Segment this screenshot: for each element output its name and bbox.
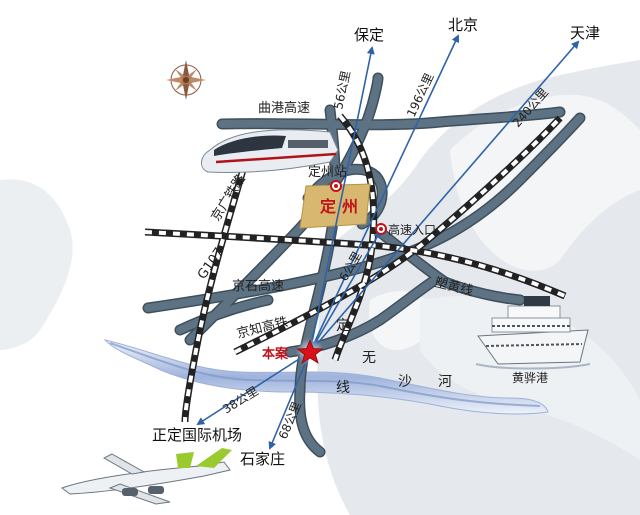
star-icon	[296, 338, 324, 366]
river-char-wu: 无	[362, 350, 376, 366]
road-g107-label: G107	[195, 245, 227, 282]
dest-baoding-label: 保定	[354, 26, 384, 44]
highway-exit-label: 高速入口	[388, 222, 436, 237]
river-char-xian: 线	[336, 380, 350, 396]
railways	[144, 113, 567, 423]
river-char-sha: 沙	[398, 374, 412, 390]
project-label: 本案	[262, 346, 289, 362]
dingzhou-label: 定州	[319, 197, 364, 216]
arrow-to-baoding	[309, 46, 375, 353]
dest-airport-label: 正定国际机场	[152, 426, 242, 444]
dest-beijing-label: 北京	[448, 16, 478, 34]
arrow-to-airport	[196, 351, 311, 426]
airplane-icon	[60, 448, 232, 505]
river-char-ding: 定	[336, 318, 350, 334]
arrow-to-highway-exit	[309, 230, 382, 353]
huanghua-port-label: 黄骅港	[512, 371, 548, 385]
river-char-he: 河	[438, 374, 452, 390]
highway-exit-marker	[375, 223, 387, 235]
train-icon	[201, 129, 339, 174]
dest-tianjin-label: 天津	[570, 24, 600, 42]
dingzhou-station-label: 定州站	[308, 165, 347, 180]
sha-river	[103, 339, 549, 415]
dist-baoding-label: 56公里	[331, 69, 353, 110]
road-jingshi-label: 京石高速	[232, 278, 284, 294]
arrow-to-tianjin	[309, 40, 580, 353]
arrow-to-shijiazhuang	[268, 351, 311, 450]
dest-shijiazhuang-label: 石家庄	[240, 450, 285, 468]
dist-beijing-label: 196公里	[404, 71, 437, 119]
compass-rose-icon	[166, 60, 206, 100]
direction-arrows	[196, 34, 580, 450]
arrow-to-beijing	[309, 34, 460, 353]
dingzhou-city-block	[299, 183, 371, 229]
ship-icon	[475, 296, 591, 370]
road-qugang-label: 曲港高速	[258, 100, 310, 116]
dingzhou-station-marker	[330, 180, 342, 192]
